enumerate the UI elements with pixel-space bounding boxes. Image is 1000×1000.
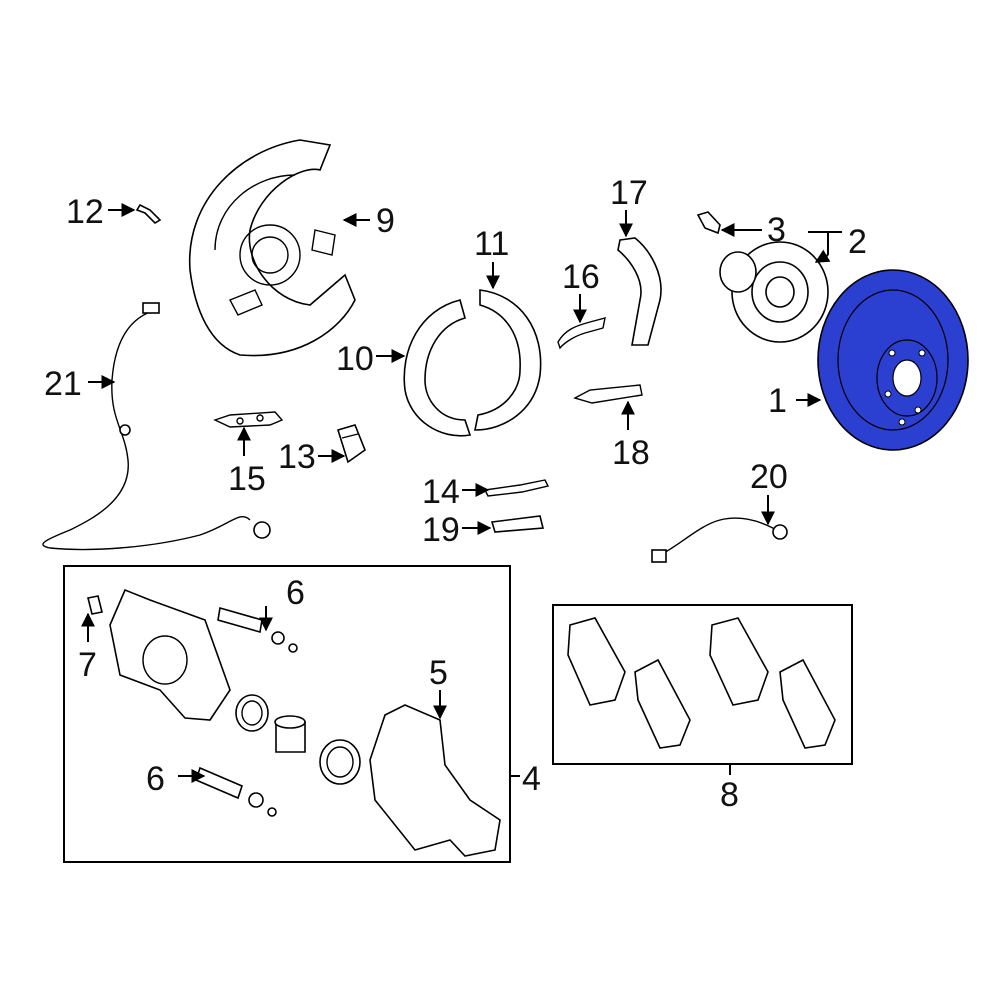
callout-15: 15 xyxy=(228,460,266,498)
callout-4: 4 xyxy=(522,760,541,798)
brake-rotor-part[interactable] xyxy=(817,269,969,451)
pin-part-19[interactable] xyxy=(490,515,545,533)
brake-pad-2[interactable] xyxy=(634,658,691,749)
backing-plate-part[interactable] xyxy=(188,139,356,357)
callout-19: 19 xyxy=(422,511,460,549)
brake-pad-3[interactable] xyxy=(709,617,769,706)
callout-1: 1 xyxy=(768,382,787,420)
callout-6b: 6 xyxy=(146,760,165,798)
leader-lines xyxy=(81,203,842,783)
callout-16: 16 xyxy=(562,258,600,296)
callout-18: 18 xyxy=(612,434,650,472)
piston-seal-part[interactable] xyxy=(235,694,269,732)
strut-part-18[interactable] xyxy=(573,384,643,404)
caliper-assembly-box xyxy=(63,565,511,863)
caliper-bracket-part[interactable] xyxy=(369,704,501,857)
lever-part-17[interactable] xyxy=(617,237,662,346)
pin-part-14[interactable] xyxy=(483,479,550,497)
boot-part[interactable] xyxy=(319,739,361,785)
callout-labels: 1 2 3 4 5 6 6 7 8 9 10 11 12 13 14 15 16… xyxy=(44,174,867,814)
callout-21: 21 xyxy=(44,365,82,403)
hub-bolt-part-3[interactable] xyxy=(696,211,721,235)
brake-pads-box xyxy=(552,604,853,765)
piston-part[interactable] xyxy=(274,715,306,753)
guide-pin-lower-part[interactable] xyxy=(195,766,277,817)
caliper-part[interactable] xyxy=(109,588,231,721)
callout-8: 8 xyxy=(720,776,739,814)
parking-brake-shoes-part[interactable] xyxy=(403,289,542,437)
callout-5: 5 xyxy=(429,654,448,692)
callout-7: 7 xyxy=(78,646,97,684)
spring-part-16[interactable] xyxy=(557,317,606,350)
callout-3: 3 xyxy=(767,211,786,249)
brake-pad-1[interactable] xyxy=(567,617,626,706)
callout-12: 12 xyxy=(66,193,104,231)
callout-6a: 6 xyxy=(286,574,305,612)
bleeder-screw-part[interactable] xyxy=(87,595,103,615)
brake-pad-4[interactable] xyxy=(779,658,836,749)
hub-bearing-part[interactable] xyxy=(719,241,829,343)
guide-pin-upper-part[interactable] xyxy=(217,606,298,653)
callout-17: 17 xyxy=(610,174,648,212)
brake-hose-part[interactable] xyxy=(651,517,788,563)
callout-20: 20 xyxy=(750,458,788,496)
clip-part-15[interactable] xyxy=(213,411,284,428)
bolt-part-12[interactable] xyxy=(135,203,162,225)
callout-9: 9 xyxy=(376,202,395,240)
callout-11: 11 xyxy=(474,225,509,263)
callout-14: 14 xyxy=(422,473,460,511)
callout-2: 2 xyxy=(848,223,867,261)
callout-13: 13 xyxy=(278,438,316,476)
callout-10: 10 xyxy=(336,340,374,378)
